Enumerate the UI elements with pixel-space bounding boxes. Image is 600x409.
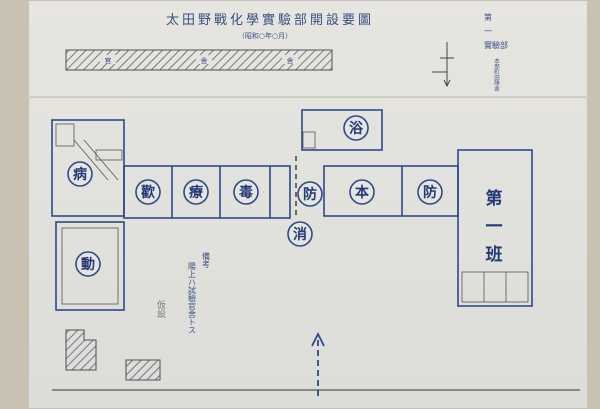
pencil-note: 仮設	[155, 299, 166, 319]
room-label-ryo: 療	[189, 184, 204, 201]
room-label-sho: 消	[293, 226, 307, 243]
room-label-do: 動	[81, 256, 95, 273]
building-label-right: 舍	[287, 56, 294, 65]
room-label-dai: 第	[486, 188, 503, 209]
room-label-ichi: 一	[486, 217, 503, 237]
building-label-center: 舍	[201, 56, 208, 65]
room-label-han: 班	[486, 245, 503, 265]
room-circle-byo	[67, 161, 93, 187]
room-circle-hon	[349, 179, 375, 205]
room-circle-sho	[287, 221, 313, 247]
room-label-hon: 本	[355, 184, 370, 201]
room-upper-box	[301, 109, 383, 151]
room-circle-ryo	[183, 179, 209, 205]
room-label-byo: 病	[73, 166, 87, 183]
room-label-yoku: 浴	[349, 120, 364, 137]
room-left-lower	[55, 221, 125, 311]
legend-line: 陽上ハ試驗官舍トス	[188, 262, 197, 334]
room-circle-do	[75, 251, 101, 277]
north-arrow	[432, 42, 454, 88]
note-right-3: 實驗部	[484, 40, 508, 50]
note-right-2: 一	[484, 27, 492, 36]
hatched-building-lower-left	[65, 329, 97, 371]
room-label-bo2: 防	[423, 184, 437, 201]
room-circle-bo	[297, 181, 323, 207]
paper-fold	[28, 96, 588, 98]
note-right-1: 第	[484, 12, 492, 22]
room-right-wing	[457, 149, 533, 307]
diagram-title: 太田野戰化學實驗部開設要圖	[166, 12, 374, 28]
room-circle-bo2	[417, 179, 443, 205]
room-circle-doku	[233, 179, 259, 205]
room-label-kan: 歡	[141, 184, 155, 201]
arrow-up-icon	[311, 331, 325, 347]
room-label-doku: 毒	[239, 184, 253, 201]
room-label-bo: 防	[303, 186, 317, 203]
diagram-subtitle: （昭和○年○月）	[238, 31, 292, 40]
room-circle-yoku	[343, 115, 369, 141]
note-right-vertical: 本部町田隊舍	[493, 57, 500, 93]
room-central-block	[123, 165, 291, 219]
hatched-building-lower-mid	[125, 359, 161, 381]
legend-header: 備考	[202, 251, 211, 269]
building-label-left: 官	[105, 56, 112, 65]
room-circle-kan	[135, 179, 161, 205]
